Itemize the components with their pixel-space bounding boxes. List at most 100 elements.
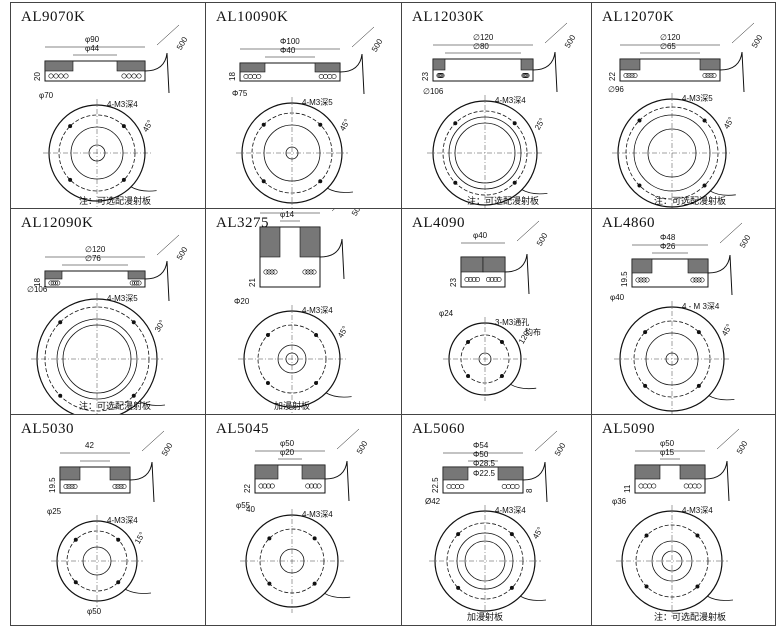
dimension-label: ∅96: [608, 85, 624, 94]
model-title: AL4090: [412, 215, 465, 231]
side-view: [442, 430, 558, 503]
plan-view: [616, 505, 734, 617]
dimension-label: Φ50: [473, 450, 489, 459]
plan-view: [43, 99, 157, 207]
dimension-label: 18: [228, 72, 237, 81]
dimension-label: φ44: [85, 44, 100, 53]
dimension-label: 4-M3深5: [682, 94, 713, 103]
dimension-label: 4-M3深5: [302, 98, 333, 107]
side-view: [634, 428, 740, 502]
part-drawing: [43, 24, 180, 207]
model-title: AL5030: [21, 421, 74, 437]
part-drawing: [443, 220, 540, 401]
dimension-label: 11: [623, 484, 632, 493]
model-title: AL12090K: [21, 215, 94, 231]
part-drawing: [238, 209, 352, 413]
plan-view: [238, 305, 352, 413]
side-view: [254, 428, 360, 502]
dimension-label: φ32: [280, 209, 294, 210]
dimension-label: φ15: [660, 448, 675, 457]
model-title: AL9070K: [21, 9, 86, 25]
plan-view: [443, 317, 537, 401]
dimension-label: ∅106: [27, 285, 48, 294]
dimension-label: φ24: [439, 309, 454, 318]
dimension-label: φ14: [280, 210, 295, 219]
dimension-label: 8: [525, 488, 534, 493]
dimension-label: 4-M3深4: [302, 306, 333, 315]
note-text: 注：可选配漫射板: [79, 197, 152, 207]
dimension-label: Φ28.5: [473, 459, 495, 468]
dimension-label: 均布: [525, 328, 541, 337]
part-drawing: [51, 430, 165, 607]
dimension-label: Φ75: [232, 89, 248, 98]
side-view: [239, 26, 375, 95]
side-view: [631, 222, 743, 296]
side-view: [619, 22, 755, 93]
dimension-label: ∅65: [660, 42, 676, 51]
dimension-label: 22.5: [431, 477, 440, 493]
model-title: AL4860: [602, 215, 655, 231]
dimension-label: φ55: [236, 501, 251, 510]
note-text: 注：可选配漫射板: [654, 613, 727, 623]
dimension-label: 4-M3深4: [495, 506, 526, 515]
dimension-label: 40: [246, 505, 255, 514]
plan-view: [429, 505, 547, 617]
dimension-label: Φ22.5: [473, 469, 495, 478]
dimension-label: 22: [243, 484, 252, 493]
dimension-label: 19.5: [48, 477, 57, 493]
dimension-label: 4-M3深5: [107, 294, 138, 303]
part-drawing: [614, 222, 743, 414]
side-view: [44, 24, 180, 94]
dimension-label: Φ40: [280, 46, 296, 55]
dimension-label: 20: [33, 72, 42, 81]
part-drawing: [427, 22, 568, 208]
part-drawing: [616, 428, 740, 617]
plan-view: [31, 293, 166, 414]
plan-view: [614, 301, 735, 414]
side-view: [259, 209, 345, 288]
dimension-label: 21: [248, 278, 257, 287]
dimension-label: Φ54: [473, 441, 489, 450]
dimension-label: φ40: [610, 293, 625, 302]
model-title: AL3275: [216, 215, 269, 231]
dimension-label: φ25: [47, 507, 62, 516]
dimension-label: φ50: [87, 607, 102, 616]
note-text: 注：可选配漫射板: [467, 197, 540, 207]
dimension-label: 4-M3深4: [495, 96, 526, 105]
note-text: 加漫射板: [467, 613, 504, 623]
part-drawing: [236, 26, 375, 208]
dimension-label: 4 - M 3深4: [682, 302, 720, 311]
dimension-label: ∅80: [473, 42, 489, 51]
model-title: AL12070K: [602, 9, 675, 25]
dimension-label: Ø42: [425, 497, 441, 506]
model-title: AL12030K: [412, 9, 485, 25]
side-view: [432, 22, 568, 93]
note-text: 加漫射板: [274, 402, 311, 412]
dimension-label: φ20: [280, 448, 295, 457]
plan-view: [51, 515, 152, 607]
part-drawing: [240, 428, 360, 613]
model-title: AL5090: [602, 421, 655, 437]
dimension-label: Φ26: [660, 242, 676, 251]
dimension-label: 4-M3深4: [107, 516, 138, 525]
dimension-label: φ50: [660, 439, 675, 448]
dimension-label: 4-M3深4: [107, 100, 138, 109]
side-view: [59, 430, 165, 503]
plan-view: [612, 93, 736, 208]
dimension-label: φ40: [473, 231, 488, 240]
dimension-label: 3-M3通孔: [495, 318, 530, 327]
model-title: AL10090K: [216, 9, 289, 25]
dimension-label: ∅106: [423, 87, 444, 96]
dimension-label: Φ100: [280, 37, 300, 46]
dimension-label: ∅120: [473, 33, 494, 42]
plan-view: [427, 95, 548, 208]
